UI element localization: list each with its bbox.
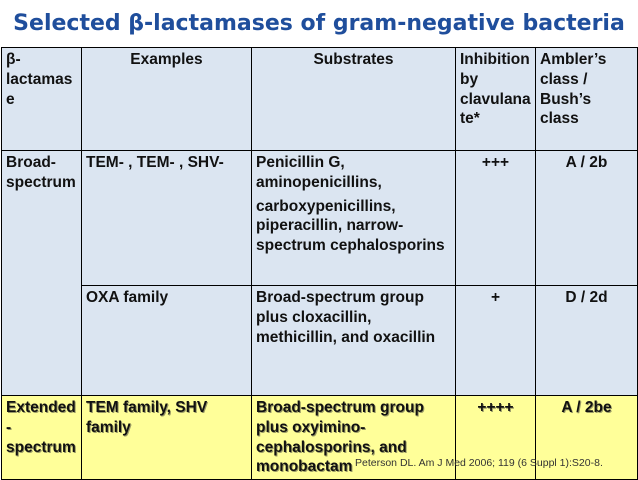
cell-substrates-extended: Broad-spectrum group plus oxyimino-cepha… <box>251 394 456 480</box>
cell-substrates-broad: Penicillin G, aminopenicillins, carboxyp… <box>251 150 456 286</box>
cell-type-broad-spectrum: Broad-spectrum <box>1 150 82 396</box>
table-row-broad-spectrum-tem: Broad-spectrum TEM- , TEM- , SHV- Penici… <box>1 150 638 396</box>
cell-class-extended: A / 2be <box>535 394 638 480</box>
slide-title: Selected β-lactamases of gram-negative b… <box>13 11 625 36</box>
header-beta-lactamase: β-lactamase <box>1 47 82 151</box>
citation-reference: Peterson DL. Am J Med 2006; 119 (6 Suppl… <box>355 457 603 469</box>
cell-examples-tem-shv: TEM- , TEM- , SHV- <box>81 150 252 286</box>
cell-substrates-oxa: Broad-spectrum group plus cloxacillin, m… <box>251 285 456 396</box>
cell-inhibition-broad: +++ <box>455 150 536 286</box>
beta-lactamase-table: β-lactamase Examples Substrates Inhibiti… <box>1 47 638 480</box>
header-substrates: Substrates <box>251 47 456 151</box>
cell-inhibition-oxa: + <box>455 285 536 396</box>
cell-examples-oxa: OXA family <box>81 285 252 396</box>
cell-class-broad: A / 2b <box>535 150 638 286</box>
substrates-line-1: Penicillin G, aminopenicillins, <box>256 154 382 191</box>
cell-type-extended-spectrum: Extended-spectrum <box>1 394 82 480</box>
cell-class-oxa: D / 2d <box>535 285 638 396</box>
substrates-line-2: carboxypenicillins, piperacillin, narrow… <box>256 197 445 255</box>
table-row-extended-spectrum: Extended-spectrum TEM family, SHV family… <box>1 394 638 480</box>
table-header-row: β-lactamase Examples Substrates Inhibiti… <box>1 47 638 151</box>
header-examples: Examples <box>81 47 252 151</box>
header-inhibition: Inhibition by clavulanate* <box>455 47 536 151</box>
cell-examples-extended: TEM family, SHV family <box>81 394 252 480</box>
header-class: Ambler’s class / Bush’s class <box>535 47 638 151</box>
cell-inhibition-extended: ++++ <box>455 394 536 480</box>
table-row-oxa-family: OXA family Broad-spectrum group plus clo… <box>2 285 638 396</box>
